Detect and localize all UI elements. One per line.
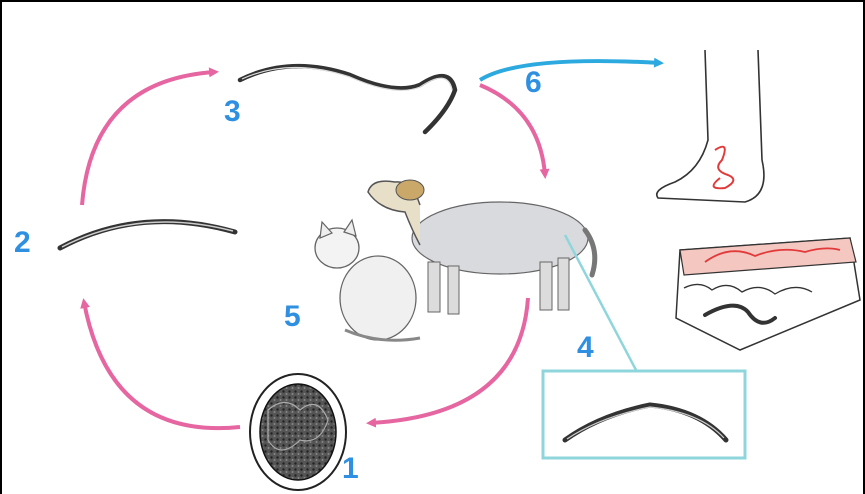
- stage-label-4: 4: [577, 333, 594, 363]
- arrow-larva2-to-larva3: [82, 72, 215, 205]
- arrow-larva3-to-human: [480, 61, 660, 80]
- stage-label-3: 3: [224, 97, 241, 127]
- arrow-egg-to-larva2: [84, 302, 240, 428]
- skin-section-illustration: [676, 238, 860, 350]
- egg-illustration: [250, 374, 346, 490]
- inset-pointer-line: [565, 235, 636, 370]
- cat-illustration: [315, 220, 420, 340]
- stage-4-inset-box: [543, 371, 745, 458]
- stage-label-1: 1: [342, 454, 359, 484]
- stage-label-6: 6: [525, 68, 542, 98]
- stage-label-2: 2: [14, 228, 31, 258]
- human-foot-illustration: [657, 50, 764, 202]
- stage-label-5: 5: [284, 302, 301, 332]
